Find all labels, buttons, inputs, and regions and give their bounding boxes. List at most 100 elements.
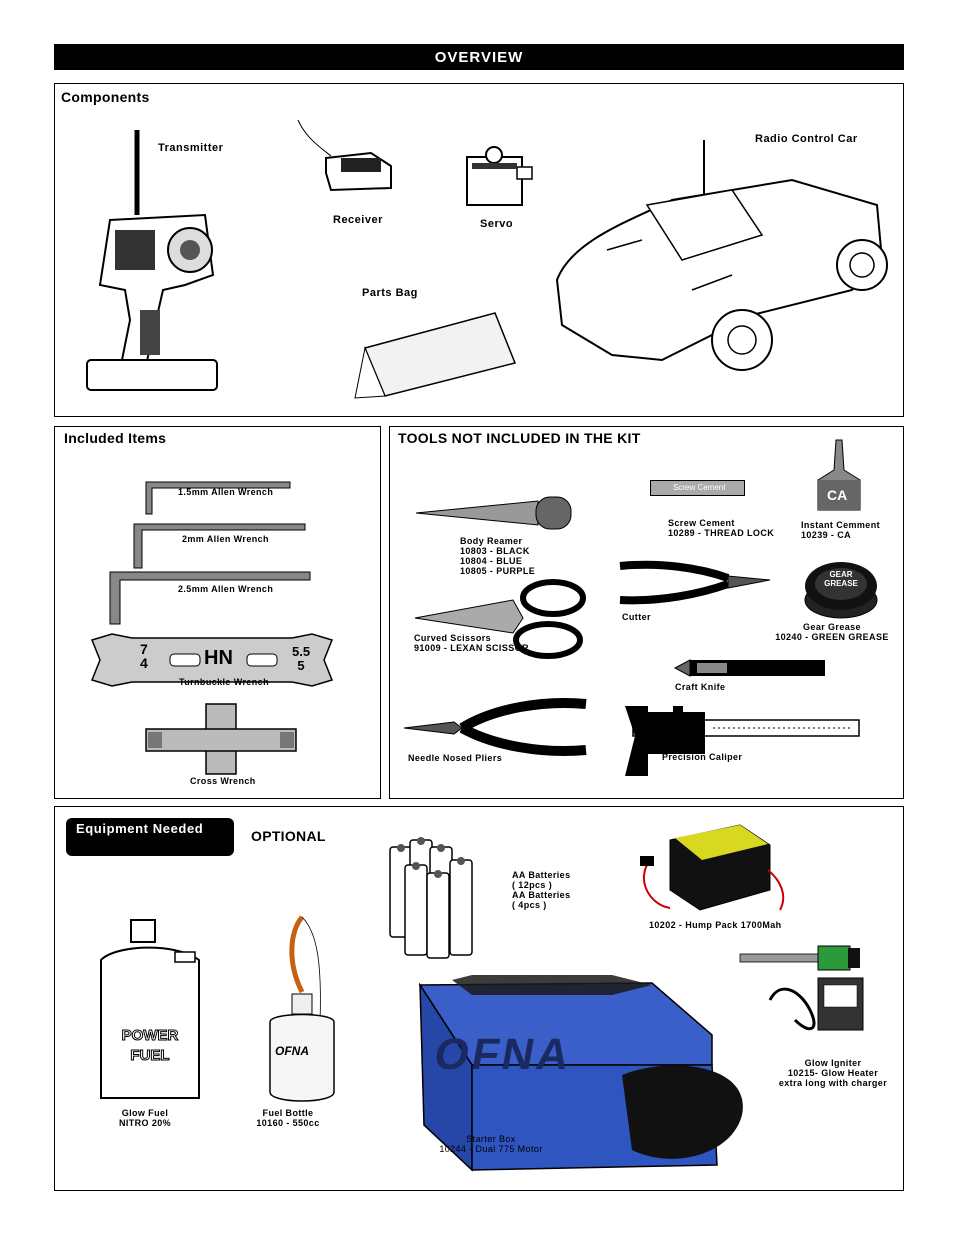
gear-grease-label: Gear Grease 10240 - GREEN GREASE (775, 622, 889, 642)
glow-fuel-spec: NITRO 20% (118, 1118, 172, 1128)
screw-cement-tube-icon: Screw Cement (650, 480, 745, 496)
optional-title: OPTIONAL (251, 828, 326, 844)
aa-batteries-label: AA Batteries ( 12pcs ) AA Batteries ( 4p… (512, 870, 570, 910)
body-reamer-icon (415, 496, 572, 530)
grease-jar-line-2: GREASE (824, 579, 858, 588)
glow-igniter-icon (739, 945, 864, 1031)
parts-bag-illustration (354, 312, 517, 399)
components-title: Components (61, 89, 150, 105)
screw-cement-name: Screw Cement (668, 518, 735, 528)
servo-illustration (466, 146, 533, 206)
fuel-bottle-label: Fuel Bottle 10160 - 550cc (252, 1108, 324, 1128)
starter-box-model: 10244 - Dual 775 Motor (439, 1144, 543, 1154)
components-panel (54, 83, 904, 417)
aa-batteries-icon (389, 837, 473, 959)
reamer-variant-black: 10803 - BLACK (460, 546, 530, 556)
cutter-label: Cutter (622, 612, 651, 622)
fuel-jug-line-1: POWER (121, 1027, 179, 1045)
turnbuckle-size-4: 4 (140, 655, 148, 671)
glow-igniter-name: Glow Igniter (804, 1058, 862, 1068)
glow-fuel-name: Glow Fuel (121, 1108, 169, 1118)
fuel-bottle-name: Fuel Bottle (262, 1108, 314, 1118)
reamer-variant-blue: 10804 - BLUE (460, 556, 523, 566)
body-reamer-label: Body Reamer 10803 - BLACK 10804 - BLUE 1… (460, 536, 535, 576)
grease-jar-line-1: GEAR (829, 570, 853, 579)
reamer-name: Body Reamer (460, 536, 523, 546)
instant-cement-bottle-icon (817, 439, 861, 511)
starter-box-icon (418, 975, 743, 1172)
glow-igniter-desc: extra long with charger (778, 1078, 888, 1088)
starter-box-name: Starter Box (466, 1134, 516, 1144)
needle-nosed-pliers-icon (403, 698, 587, 757)
fuel-bottle-capacity: 10160 - 550cc (256, 1118, 320, 1128)
turnbuckle-size-5: 5 (297, 658, 305, 673)
allen-wrench-2-5mm-label: 2.5mm Allen Wrench (178, 584, 274, 594)
instant-cement-label: Instant Cemment 10239 - CA (801, 520, 880, 540)
screw-cement-label: Screw Cement 10289 - THREAD LOCK (668, 518, 774, 538)
transmitter-illustration (86, 130, 218, 391)
turnbuckle-left-sizes: 7 4 (140, 642, 148, 670)
reamer-variant-purple: 10805 - PURPLE (460, 566, 536, 576)
power-fuel-jug-text: POWER FUEL (105, 1026, 195, 1066)
included-items-title: Included Items (64, 430, 167, 446)
screw-cement-code: 10289 - THREAD LOCK (668, 528, 775, 538)
allen-wrench-2-5mm-icon (109, 571, 311, 625)
gear-grease-jar-text: GEAR GREASE (816, 570, 866, 588)
fuel-bottle-icon (269, 915, 335, 1102)
gear-grease-name: Gear Grease (803, 622, 861, 632)
starter-box-brand: OFNA (430, 1030, 577, 1079)
glow-igniter-code: 10215- Glow Heater (787, 1068, 879, 1078)
glow-igniter-label: Glow Igniter 10215- Glow Heater extra lo… (776, 1058, 890, 1088)
cross-wrench-label: Cross Wrench (190, 776, 256, 786)
scissors-name: Curved Scissors (414, 633, 492, 643)
gear-grease-jar-icon (804, 562, 878, 619)
tools-panel (389, 426, 904, 799)
craft-knife-label: Craft Knife (675, 682, 726, 692)
turnbuckle-size-7: 7 (140, 641, 148, 657)
cutter-icon (619, 560, 771, 605)
aa-batteries-line-1: AA Batteries (512, 870, 571, 880)
allen-wrench-2mm-icon (133, 523, 306, 569)
servo-label: Servo (480, 218, 514, 230)
turnbuckle-right-sizes: 5.5 5 (292, 645, 310, 673)
aa-batteries-line-4: ( 4pcs ) (512, 900, 547, 910)
allen-wrench-1-5mm-label: 1.5mm Allen Wrench (178, 487, 274, 497)
screw-cement-tube-text: Screw Cement (673, 483, 726, 492)
aa-batteries-line-3: AA Batteries (512, 890, 571, 900)
instant-cement-name: Instant Cemment (801, 520, 881, 530)
equipment-panel (54, 806, 904, 1191)
aa-batteries-line-2: ( 12pcs ) (512, 880, 553, 890)
instant-cement-code: 10239 - CA (801, 530, 852, 540)
turnbuckle-logo: HN (204, 647, 233, 669)
fuel-jug-line-2: FUEL (130, 1047, 170, 1065)
parts-bag-label: Parts Bag (362, 287, 418, 299)
banner-title: OVERVIEW (434, 48, 524, 66)
precision-caliper-label: Precision Caliper (662, 752, 743, 762)
glow-fuel-label: Glow Fuel NITRO 20% (105, 1108, 185, 1128)
allen-wrench-2mm-label: 2mm Allen Wrench (182, 534, 269, 544)
rc-car-label: Radio Control Car (755, 133, 858, 145)
section-banner: OVERVIEW (54, 44, 904, 70)
turnbuckle-wrench-icon (90, 633, 334, 687)
fuel-bottle-brand: OFNA (275, 1044, 309, 1058)
craft-knife-icon (673, 659, 825, 677)
allen-wrench-1-5mm-icon (145, 481, 291, 515)
turnbuckle-size-5-5: 5.5 (292, 644, 311, 659)
curved-scissors-icon (414, 579, 586, 659)
power-fuel-jug-icon (100, 919, 200, 1099)
equipment-needed-badge: Equipment Needed (66, 818, 234, 856)
cross-wrench-icon (145, 703, 297, 775)
curved-scissors-label: Curved Scissors 91009 - LEXAN SCISSOR (414, 633, 529, 653)
gear-grease-code: 10240 - GREEN GREASE (775, 632, 889, 642)
included-items-panel (54, 426, 381, 799)
hump-pack-battery-icon (640, 824, 785, 911)
scissors-code: 91009 - LEXAN SCISSOR (414, 643, 529, 653)
receiver-illustration (297, 119, 392, 192)
starter-box-label: Starter Box 10244 - Dual 775 Motor (430, 1134, 552, 1154)
ca-bottle-text: CA (827, 487, 848, 503)
turnbuckle-wrench-label: Turnbuckle Wrench (179, 677, 269, 687)
receiver-label: Receiver (333, 214, 383, 226)
tools-title: TOOLS NOT INCLUDED IN THE KIT (398, 430, 641, 446)
rc-car-illustration (555, 140, 888, 371)
transmitter-label: Transmitter (158, 142, 224, 154)
